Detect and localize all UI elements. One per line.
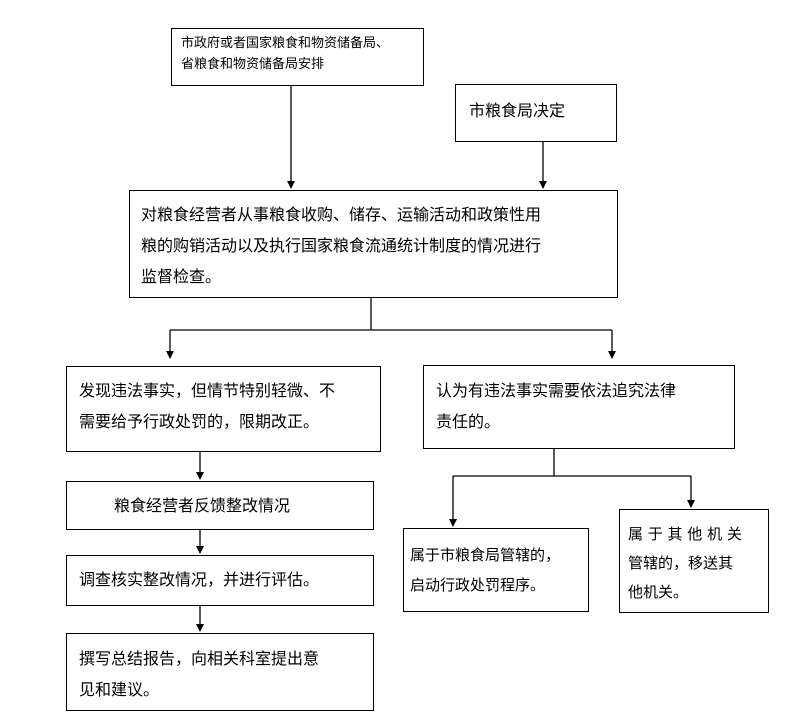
text-left-branch: 发现违法事实，但情节特别轻微、不 需要给予行政处罚的，限期改正。 xyxy=(79,381,336,431)
text-other-case: 属 于 其 他 机 关 管辖的，移送其 他机关。 xyxy=(628,525,742,601)
box-verify xyxy=(66,555,374,606)
text-feedback: 粮食经营者反馈整改情况 xyxy=(114,496,291,515)
box-city-case xyxy=(403,528,589,612)
text-top-right: 市粮食局决定 xyxy=(469,101,566,120)
box-other-case xyxy=(619,509,769,613)
text-top-left: 市政府或者国家粮食和物资储备局、 省粮食和物资储备局安排 xyxy=(181,36,390,72)
box-left-branch xyxy=(66,366,381,452)
text-main: 对粮食经营者从事粮食收购、储存、运输活动和政策性用 粮的购销活动以及执行国家粮食… xyxy=(141,205,542,286)
text-city-case: 属于市粮食局管辖的， 启动行政处罚程序。 xyxy=(410,546,561,594)
box-top-right xyxy=(455,84,617,142)
box-feedback xyxy=(66,481,374,530)
text-report: 撰写总结报告，向相关科室提出意 见和建议。 xyxy=(79,649,320,699)
box-main xyxy=(129,190,618,298)
text-right-branch: 认为有违法事实需要依法追究法律 责任的。 xyxy=(436,381,677,431)
box-report xyxy=(66,633,374,711)
box-top-left xyxy=(171,28,424,86)
box-right-branch xyxy=(423,365,735,449)
text-verify: 调查核实整改情况，并进行评估。 xyxy=(79,570,320,589)
